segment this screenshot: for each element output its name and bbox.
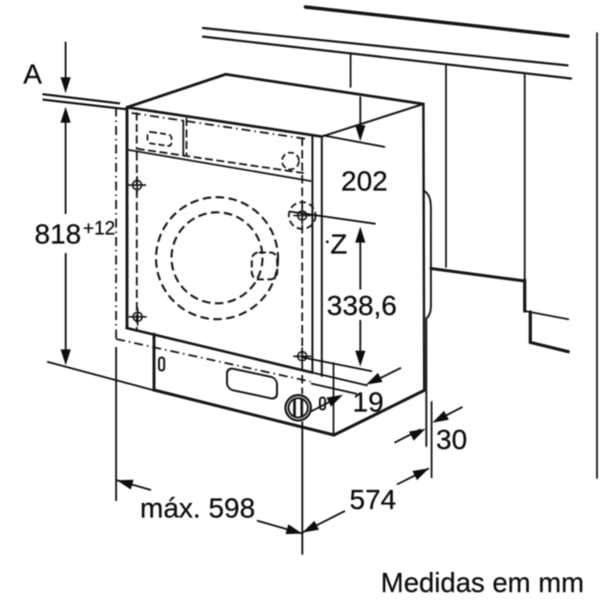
svg-text:338,6: 338,6	[327, 290, 397, 321]
svg-text:202: 202	[341, 166, 388, 197]
svg-text:30: 30	[436, 424, 467, 455]
svg-text:818: 818	[35, 219, 82, 250]
svg-text:Medidas em mm: Medidas em mm	[381, 567, 584, 598]
svg-text:+12: +12	[83, 219, 115, 240]
svg-text:19: 19	[353, 387, 384, 418]
svg-text:Z: Z	[330, 229, 347, 260]
svg-text:máx. 598: máx. 598	[140, 493, 255, 524]
svg-text:574: 574	[350, 484, 397, 515]
svg-text:A: A	[23, 59, 42, 90]
